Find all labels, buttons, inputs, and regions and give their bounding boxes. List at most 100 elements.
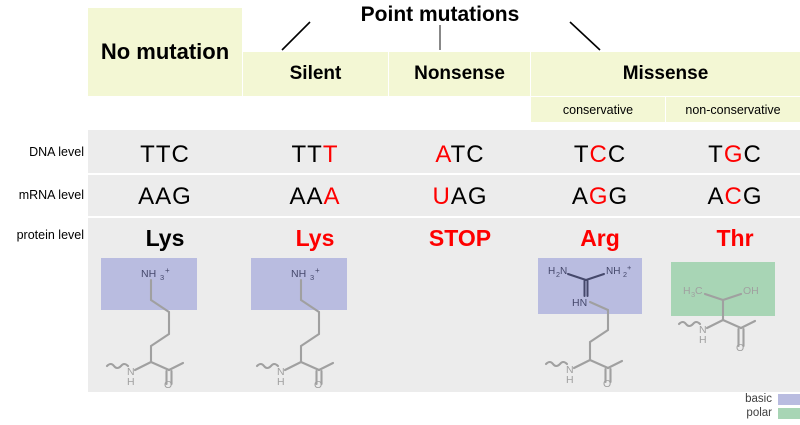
dna-sequence-silent: TTT <box>240 141 390 169</box>
sequence-letter: T <box>708 141 724 168</box>
molecule-lysine: NH 3 + N H O <box>251 258 347 388</box>
row-label-mrna: mRNA level <box>18 188 84 202</box>
mrna-sequence-no-mutation: AAG <box>90 183 240 211</box>
svg-text:H: H <box>699 334 707 346</box>
legend-label-basic: basic <box>745 393 772 405</box>
sequence-letter: A <box>435 141 451 168</box>
dna-sequence-missense-conservative: TCC <box>525 141 675 169</box>
sequence-letter: C <box>743 141 762 168</box>
header-silent: Silent <box>243 52 388 96</box>
sequence-letter: G <box>723 141 744 168</box>
svg-text:N: N <box>127 366 135 378</box>
svg-text:H: H <box>683 285 691 297</box>
svg-text:O: O <box>603 378 611 388</box>
svg-text:+: + <box>315 266 320 275</box>
sequence-letter: G <box>742 183 763 210</box>
header-conservative-label: conservative <box>562 102 634 117</box>
sequence-letter: AA <box>289 183 324 210</box>
comparison-table <box>88 130 800 392</box>
svg-text:O: O <box>314 379 322 388</box>
protein-residue-silent: Lys <box>295 225 335 251</box>
protein-residue-no-mutation: Lys <box>145 225 185 251</box>
legend-swatch-polar <box>778 407 800 419</box>
legend-swatch-basic <box>778 393 800 405</box>
dna-sequence-nonsense: ATC <box>385 141 535 169</box>
svg-text:N: N <box>699 324 707 336</box>
row-label-protein: protein level <box>16 228 84 242</box>
svg-text:N: N <box>566 364 574 376</box>
header-missense: Missense <box>531 52 800 96</box>
row-separator <box>88 216 800 218</box>
svg-text:H: H <box>127 376 135 388</box>
dna-sequence-no-mutation: TTC <box>90 141 240 169</box>
header-non-conservative-label: non-conservative <box>685 102 781 117</box>
svg-text:+: + <box>627 263 632 272</box>
molecule-arginine: H 2 N NH 2 + HN N H O <box>538 258 642 388</box>
mrna-sequence-missense-conservative: AGG <box>525 183 675 211</box>
sequence-letter: T <box>322 141 339 168</box>
svg-text:3: 3 <box>691 290 695 299</box>
sequence-letter: G <box>608 183 629 210</box>
sequence-letter: A <box>571 183 589 210</box>
sequence-letter: A <box>707 183 725 210</box>
svg-text:OH: OH <box>743 285 759 297</box>
svg-text:2: 2 <box>623 270 627 279</box>
svg-text:H: H <box>566 374 574 386</box>
protein-residue-nonsense: STOP <box>428 225 492 251</box>
row-label-dna: DNA level <box>29 145 84 159</box>
protein-residue-missense-non-conservative: Thr <box>716 225 754 251</box>
legend-item-polar: polar <box>690 406 800 420</box>
sequence-letter: C <box>607 141 627 168</box>
svg-text:NH: NH <box>606 266 620 277</box>
header-non-conservative: non-conservative <box>666 97 800 122</box>
mrna-sequence-nonsense: UAG <box>385 183 535 211</box>
structure-no-mutation: NH 3 + N H O <box>95 258 235 388</box>
svg-text:N: N <box>277 366 285 378</box>
header-silent-label: Silent <box>289 63 342 84</box>
mrna-sequence-silent: AAA <box>240 183 390 211</box>
sequence-letter: C <box>724 183 743 210</box>
svg-text:3: 3 <box>160 273 164 282</box>
svg-text:+: + <box>165 266 170 275</box>
sequence-letter: C <box>589 141 608 168</box>
svg-text:2: 2 <box>556 270 560 279</box>
svg-text:NH: NH <box>141 268 156 280</box>
sequence-letter: AG <box>450 183 488 210</box>
structure-missense-non-conservative: H 3 C OH N H O <box>665 262 800 392</box>
sequence-letter: G <box>172 183 192 210</box>
header-conservative: conservative <box>531 97 665 122</box>
sequence-letter: C <box>171 141 190 168</box>
svg-text:N: N <box>560 266 567 277</box>
svg-text:C: C <box>695 285 703 297</box>
sequence-letter: AA <box>138 183 173 210</box>
svg-text:HN: HN <box>572 297 587 309</box>
sequence-letter: T <box>573 141 590 168</box>
sequence-letter: TT <box>291 141 323 168</box>
header-no-mutation: No mutation <box>88 8 242 96</box>
legend-item-basic: basic <box>690 392 800 406</box>
header-nonsense-label: Nonsense <box>414 63 505 84</box>
sequence-letter: G <box>588 183 609 210</box>
svg-text:H: H <box>548 266 555 277</box>
svg-text:NH: NH <box>291 268 306 280</box>
header-missense-label: Missense <box>622 63 709 84</box>
row-separator <box>88 173 800 175</box>
mrna-sequence-missense-non-conservative: ACG <box>660 183 800 211</box>
svg-text:O: O <box>736 342 744 354</box>
connector-lines <box>281 21 601 51</box>
page-title: Point mutations <box>360 3 520 26</box>
dna-sequence-missense-non-conservative: TGC <box>660 141 800 169</box>
legend-label-polar: polar <box>746 407 772 419</box>
svg-text:O: O <box>164 379 172 388</box>
sequence-letter: TC <box>450 141 485 168</box>
structure-silent: NH 3 + N H O <box>245 258 385 388</box>
svg-text:3: 3 <box>310 273 314 282</box>
svg-text:H: H <box>277 376 285 388</box>
sequence-letter: U <box>432 183 451 210</box>
molecule-threonine: H 3 C OH N H O <box>671 262 775 354</box>
sequence-letter: TT <box>140 141 172 168</box>
sequence-letter: A <box>323 183 341 210</box>
protein-residue-missense-conservative: Arg <box>580 225 620 251</box>
header-nonsense: Nonsense <box>389 52 530 96</box>
header-no-mutation-label: No mutation <box>100 39 230 64</box>
